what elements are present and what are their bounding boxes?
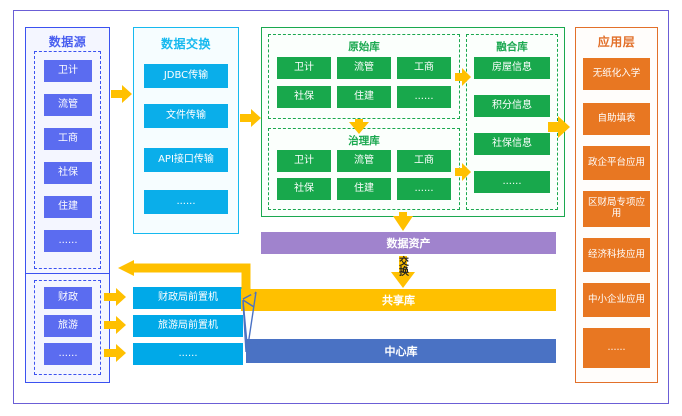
chip-source-4[interactable]: 住建: [44, 196, 92, 218]
chip-fusion-3[interactable]: ......: [474, 171, 550, 193]
data-source-group-bottom: [34, 280, 101, 375]
chip-raw-4[interactable]: 住建: [337, 86, 391, 108]
chip-front-machine-0[interactable]: 财政局前置机: [133, 287, 243, 309]
chip-source-5[interactable]: ......: [44, 230, 92, 252]
chip-app-1[interactable]: 自助填表: [583, 103, 650, 135]
chip-raw-5[interactable]: ......: [397, 86, 451, 108]
chip-raw-3[interactable]: 社保: [277, 86, 331, 108]
data-source-group-top: [34, 51, 101, 269]
bar-center-db[interactable]: 中心库: [246, 339, 556, 363]
chip-source-3[interactable]: 社保: [44, 162, 92, 184]
chip-raw-0[interactable]: 卫计: [277, 57, 331, 79]
group-raw-db-title: 原始库: [348, 41, 380, 53]
chip-source-lower-1[interactable]: 旅游: [44, 315, 92, 337]
chip-source-2[interactable]: 工商: [44, 128, 92, 150]
chip-app-0[interactable]: 无纸化入学: [583, 58, 650, 90]
chip-govern-5[interactable]: ......: [397, 178, 451, 200]
label-exchange-arrow: 交换: [399, 257, 409, 278]
chip-source-1[interactable]: 流管: [44, 94, 92, 116]
chip-app-6[interactable]: ......: [583, 328, 650, 368]
chip-exchange-2[interactable]: API接口传输: [144, 148, 228, 172]
chip-exchange-1[interactable]: 文件传输: [144, 104, 228, 128]
chip-front-machine-1[interactable]: 旅游局前置机: [133, 315, 243, 337]
chip-fusion-0[interactable]: 房屋信息: [474, 57, 550, 79]
chip-raw-2[interactable]: 工商: [397, 57, 451, 79]
chip-exchange-0[interactable]: JDBC传输: [144, 64, 228, 88]
chip-govern-2[interactable]: 工商: [397, 150, 451, 172]
chip-app-4[interactable]: 经济科技应用: [583, 238, 650, 272]
bar-share-db[interactable]: 共享库: [241, 289, 556, 311]
chip-source-lower-2[interactable]: ......: [44, 343, 92, 365]
chip-app-5[interactable]: 中小企业应用: [583, 283, 650, 317]
chip-raw-1[interactable]: 流管: [337, 57, 391, 79]
chip-govern-1[interactable]: 流管: [337, 150, 391, 172]
chip-source-lower-0[interactable]: 财政: [44, 287, 92, 309]
chip-exchange-3[interactable]: ......: [144, 190, 228, 214]
chip-fusion-1[interactable]: 积分信息: [474, 95, 550, 117]
bar-data-asset[interactable]: 数据资产: [261, 232, 556, 254]
chip-front-machine-2[interactable]: ......: [133, 343, 243, 365]
group-govern-db-title: 治理库: [348, 135, 380, 147]
panel-application-title: 应用层: [597, 35, 636, 49]
chip-fusion-2[interactable]: 社保信息: [474, 133, 550, 155]
panel-data-source-title: 数据源: [48, 35, 87, 49]
chip-app-3[interactable]: 区财局专项应用: [583, 191, 650, 227]
chip-govern-4[interactable]: 住建: [337, 178, 391, 200]
chip-govern-0[interactable]: 卫计: [277, 150, 331, 172]
chip-app-2[interactable]: 政企平台应用: [583, 146, 650, 180]
group-fusion-db-title: 融合库: [496, 41, 528, 53]
chip-govern-3[interactable]: 社保: [277, 178, 331, 200]
panel-data-exchange-title: 数据交换: [160, 37, 211, 51]
chip-source-0[interactable]: 卫计: [44, 60, 92, 82]
